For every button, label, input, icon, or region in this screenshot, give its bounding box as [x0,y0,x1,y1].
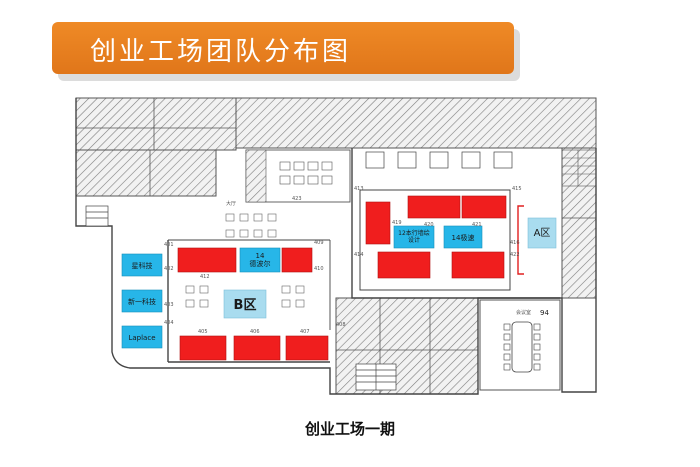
hatched-area-left [75,149,217,197]
team-block-left-1 [121,253,163,277]
meeting-room-label: 会议室 [516,309,531,316]
zone-label-a: A区 [534,227,551,239]
stair-left [85,205,109,227]
plan-caption: 创业工场一期 [304,420,395,438]
team-block-center [239,247,281,273]
zone-label-b: B区 [234,298,257,313]
team-block-421 [461,195,507,219]
stair-top-right [561,149,597,187]
a-zone-outline [359,189,511,291]
team-block-412 [177,247,237,273]
a-zone-box [527,217,557,249]
room-408: 408 [336,322,346,328]
room-416: 416 [510,240,520,246]
team-label-left-3: Laplace [128,334,155,342]
team-label-a-left: 12本行墙绘设计 [398,229,430,244]
team-block-422 [451,251,505,279]
b-zone-furniture [185,213,305,308]
room-407: 407 [300,329,310,335]
room-412: 412 [200,274,210,280]
room-413: 413 [354,186,364,192]
hatched-area-top-left [75,97,237,151]
team-block-420 [407,195,461,219]
hatched-area-top [235,97,597,149]
room-423: 423 [292,196,302,202]
room-402: 402 [164,266,174,272]
team-label-a-right: 14极速 [452,233,475,242]
team-block-a-right [443,225,483,249]
room-422: 422 [510,252,520,258]
team-block-407 [285,335,329,361]
hatched-area-right [561,147,597,299]
room-404: 404 [164,320,174,326]
room-414: 414 [354,252,364,258]
team-block-405 [179,335,227,361]
meeting-table [511,321,533,373]
room-401: 401 [164,242,174,248]
outer-walls [75,98,597,395]
team-block-414 [377,251,431,279]
team-block-410 [281,247,313,273]
team-block-left-3 [121,325,163,349]
room-406: 406 [250,329,260,335]
room-419: 419 [392,220,402,226]
room-415: 415 [512,186,522,192]
pantry-area [245,149,351,203]
room-421: 421 [472,222,482,228]
room-numbers: 401 402 403 404 405 406 407 408 409 410 … [164,186,522,335]
hatched-areas [75,97,597,395]
lobby-label: 大厅 [226,200,236,207]
title-banner: 创业工场团队分布图 [52,22,514,74]
hatched-subdivisions [76,98,596,394]
team-label-left-2: 新一科技 [128,297,156,306]
room-403: 403 [164,302,174,308]
blue-team-blocks [121,217,557,349]
team-block-a-left [393,225,435,249]
red-team-blocks [177,195,507,361]
team-label-left-1: 星科技 [132,261,153,270]
a-zone-bracket [517,205,524,275]
room-409: 409 [314,240,324,246]
room-420: 420 [424,222,434,228]
meeting-room: 会议室 94 [479,299,561,391]
stair-bottom [355,363,397,391]
b-zone-box [223,289,267,319]
team-block-left-2 [121,289,163,313]
room-410: 410 [314,266,324,272]
page-title: 创业工场团队分布图 [90,37,352,67]
a-zone-desk-row [365,151,513,169]
room-405: 405 [198,329,208,335]
meeting-room-number: 94 [540,309,549,317]
team-block-419 [365,201,391,245]
team-block-406 [233,335,281,361]
